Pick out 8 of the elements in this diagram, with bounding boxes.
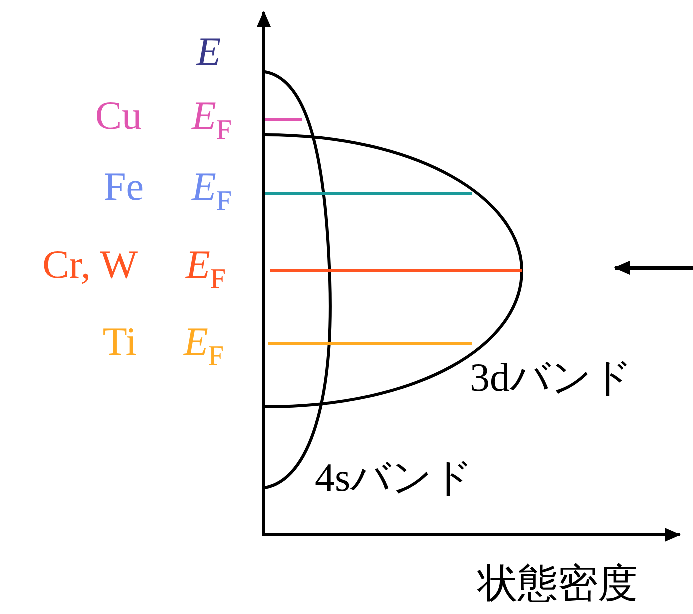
element-label: Fe xyxy=(104,167,144,207)
element-label: Ti xyxy=(102,322,137,362)
element-label: Cu xyxy=(95,96,142,136)
band-label: 3dバンド xyxy=(470,358,633,398)
band-label: 4sバンド xyxy=(315,458,474,498)
element-label: Cr, W xyxy=(42,245,138,285)
axis-label: E xyxy=(196,32,221,72)
axis-label: 状態密度 xyxy=(478,564,638,604)
